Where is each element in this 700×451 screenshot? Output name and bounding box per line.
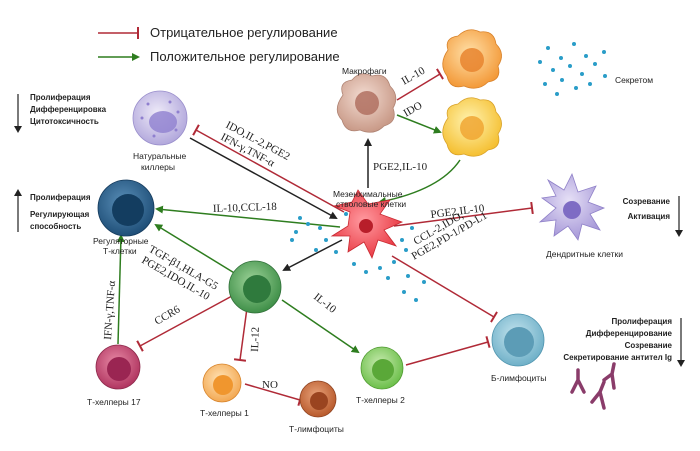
tlymphocyte-label: Т-лимфоциты xyxy=(289,424,344,434)
nk-effect-3: Цитотоксичность xyxy=(30,117,99,126)
nk-effect-1: Пролиферация xyxy=(30,93,91,102)
mediator-th2: IL-10 xyxy=(311,291,339,316)
th17-label: Т-хелперы 17 xyxy=(87,397,141,407)
th1-cell xyxy=(202,363,242,403)
edge-th1-tlym xyxy=(244,383,303,407)
bcell-label: Б-лимфоциты xyxy=(491,373,546,383)
treg-label-line2: Т-клетки xyxy=(103,246,137,256)
treg-effect-1: Пролиферация xyxy=(30,193,91,202)
edge-tcell-th1 xyxy=(233,307,248,362)
connections xyxy=(116,68,534,407)
mediator-th1: IL-12 xyxy=(249,327,262,352)
edge-macro-ido xyxy=(396,114,442,134)
edge-macro-il10 xyxy=(396,68,444,101)
macrophage-m2-cell xyxy=(442,97,502,157)
edge-tcell-treg xyxy=(154,223,237,275)
mediator-th17: CCR6 xyxy=(153,303,183,327)
treg-effects: Пролиферация Регулирующая способность xyxy=(14,189,91,232)
bcell-cell xyxy=(491,313,545,367)
dendritic-effect-2: Активация xyxy=(628,212,671,221)
dendritic-effect-1: Созревание xyxy=(623,197,671,206)
nk-cell xyxy=(132,90,188,146)
msc-label-line1: Мезенхимальные xyxy=(333,189,403,199)
macrophage-cell xyxy=(336,73,397,133)
mediator-no: NO xyxy=(262,379,278,391)
bcell-effect-4: Секретирование антител Ig xyxy=(563,353,672,362)
edge-th17-treg xyxy=(116,234,125,345)
treg-effect-3: способность xyxy=(30,222,81,231)
nk-label-line1: Натуральные xyxy=(133,151,186,161)
dendritic-label: Дендритные клетки xyxy=(546,249,623,259)
th1-label: Т-хелперы 1 xyxy=(200,408,249,418)
macrophage-label: Макрофаги xyxy=(342,66,387,76)
th17-cell xyxy=(95,344,141,390)
tcell-cell xyxy=(228,260,282,314)
mediator-treg: IL-10,CCL-18 xyxy=(213,201,278,215)
msc-cell xyxy=(330,189,404,260)
bcell-effect-1: Пролиферация xyxy=(611,317,672,326)
secretome-dots xyxy=(538,42,607,96)
msc-secretion-dots xyxy=(290,212,426,302)
dendritic-cell xyxy=(538,172,606,241)
edge-tcell-th17 xyxy=(136,295,233,352)
dendritic-effects: Созревание Активация xyxy=(623,196,683,237)
edge-nk-msc xyxy=(189,137,338,219)
treg-cell xyxy=(97,179,155,237)
edge-tcell-th2 xyxy=(281,299,360,354)
mediator-msc-macro: PGE2,IL-10 xyxy=(373,161,428,173)
th2-cell xyxy=(360,346,404,390)
legend-positive-label: Положительное регулирование xyxy=(150,49,340,64)
edge-m2-msc xyxy=(378,159,461,205)
secretome-label: Секретом xyxy=(615,75,653,85)
nk-effects: Пролиферация Дифференцировка Цитотоксичн… xyxy=(14,93,107,133)
edge-msc-dendritic xyxy=(393,201,534,227)
edge-msc-nk-negative xyxy=(192,124,345,213)
edge-th2-bcell xyxy=(405,335,491,366)
legend: Отрицательное регулирование Положительно… xyxy=(98,25,340,64)
bcell-effect-3: Созревание xyxy=(625,341,673,350)
treg-effect-2: Регулирующая xyxy=(30,210,90,219)
legend-negative-label: Отрицательное регулирование xyxy=(150,25,338,40)
th2-label: Т-хелперы 2 xyxy=(356,395,405,405)
macrophage-m1-cell xyxy=(442,29,502,89)
edge-msc-bcell xyxy=(391,255,498,323)
edge-msc-tcell xyxy=(282,239,343,271)
nk-label-line2: киллеры xyxy=(141,162,175,172)
bcell-effects: Пролиферация Дифференцирование Созревани… xyxy=(563,317,685,367)
mediator-treg-th17: IFN-γ,TNF-α xyxy=(102,280,118,340)
tlymphocyte-cell xyxy=(299,380,337,418)
treg-label-line1: Регуляторные xyxy=(93,236,149,246)
mediator-macro-ido: IDO xyxy=(402,99,425,119)
msc-label-line2: стволовые клетки xyxy=(336,199,406,209)
antibody-icons xyxy=(570,362,616,410)
bcell-effect-2: Дифференцирование xyxy=(586,329,673,338)
nk-effect-2: Дифференцировка xyxy=(30,105,107,114)
